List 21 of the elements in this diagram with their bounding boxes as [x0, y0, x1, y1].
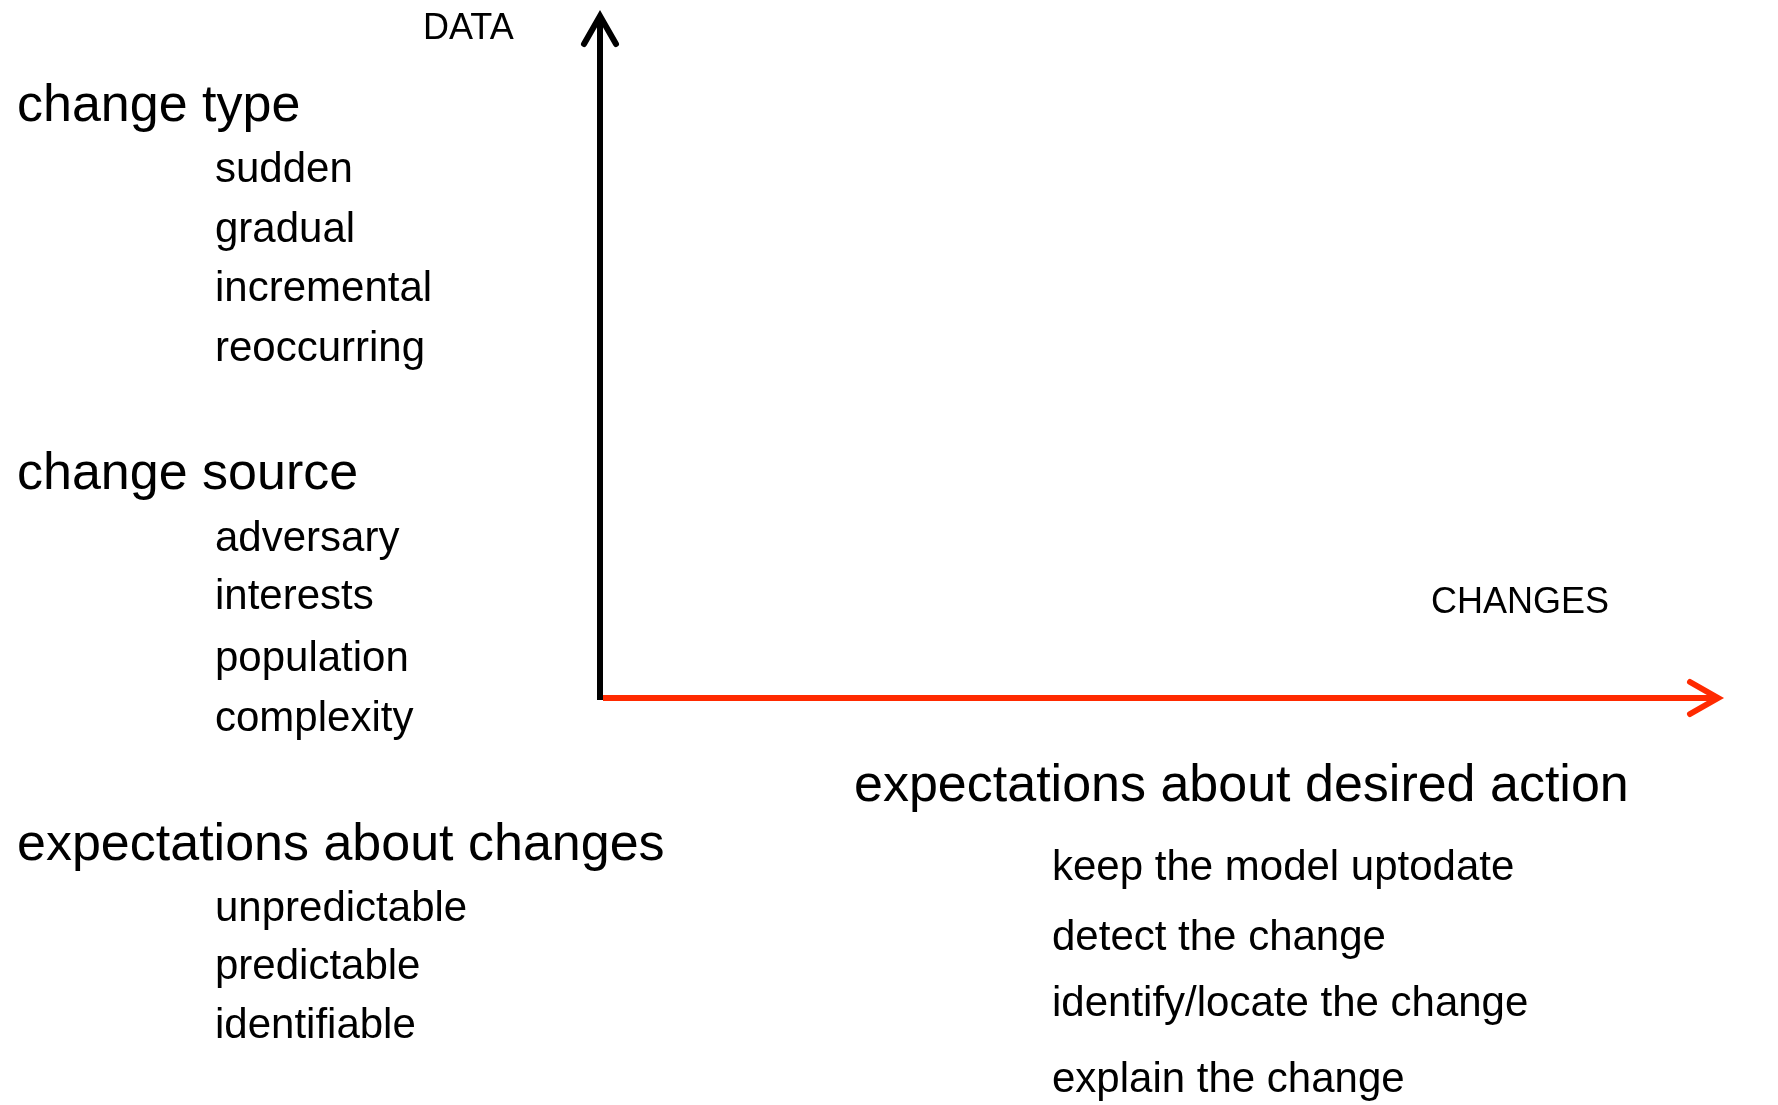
- list-item: explain the change: [1052, 1053, 1405, 1102]
- list-item: interests: [215, 570, 374, 619]
- list-item: keep the model uptodate: [1052, 841, 1515, 890]
- list-item: sudden: [215, 143, 353, 192]
- list-item: identify/locate the change: [1052, 977, 1529, 1026]
- list-item: detect the change: [1052, 911, 1386, 960]
- heading: expectations about desired action: [854, 753, 1629, 814]
- axis-title: DATA: [423, 6, 514, 48]
- heading: change source: [17, 441, 359, 502]
- list-item: unpredictable: [215, 882, 468, 931]
- heading: expectations about changes: [17, 812, 665, 873]
- list-item: population: [215, 632, 409, 681]
- heading: change type: [17, 73, 301, 134]
- list-item: complexity: [215, 692, 414, 741]
- list-item: reoccurring: [215, 322, 426, 371]
- list-item: predictable: [215, 940, 421, 989]
- list-item: gradual: [215, 203, 356, 252]
- list-item: identifiable: [215, 999, 416, 1048]
- axis-title: CHANGES: [1431, 580, 1610, 622]
- list-item: adversary: [215, 512, 400, 561]
- list-item: incremental: [215, 262, 433, 311]
